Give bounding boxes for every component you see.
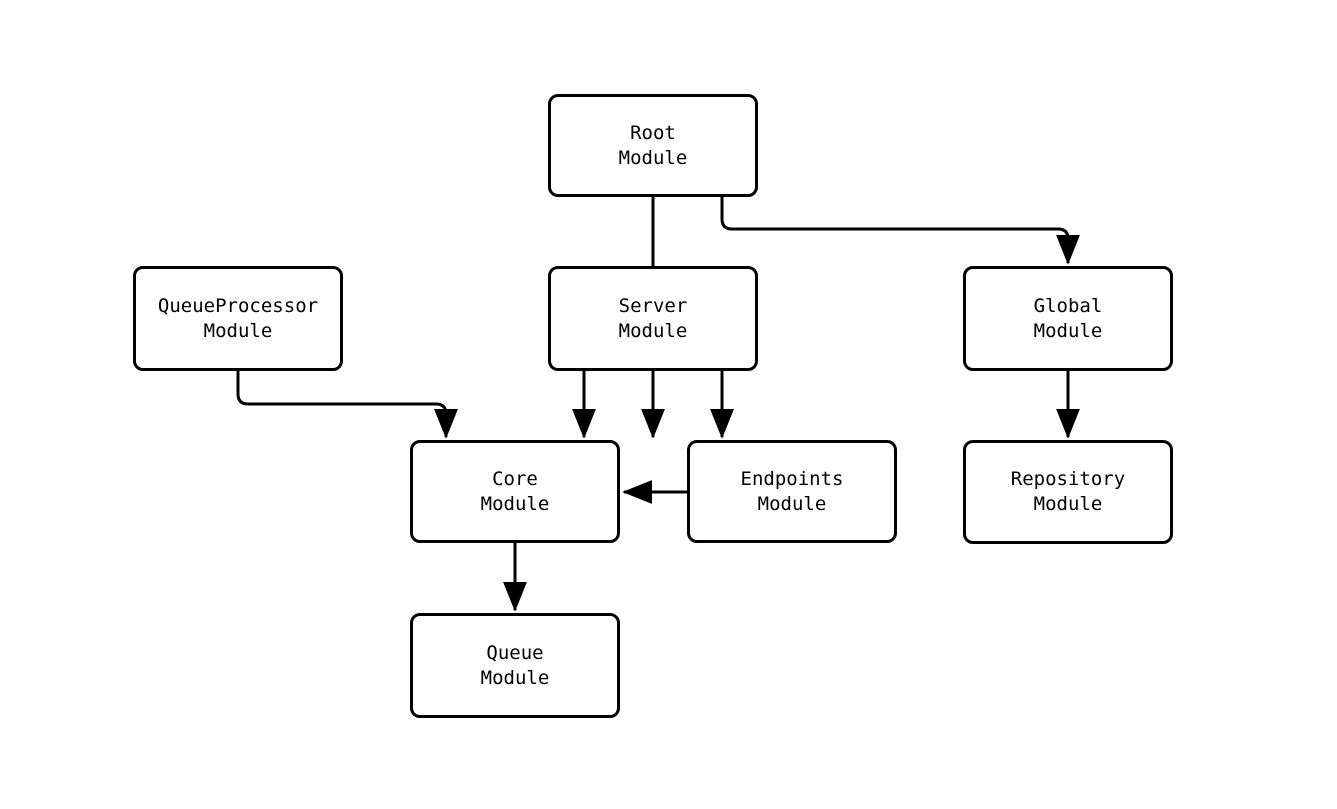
edge-root-to-global xyxy=(720,197,1080,265)
edge-queueprocessor-to-core xyxy=(236,371,458,439)
node-repository-module-line1: Repository xyxy=(1010,468,1126,490)
node-server-module-line1: Server xyxy=(618,294,688,317)
node-endpoints-module-line2: Module xyxy=(757,492,827,515)
node-endpoints-module[interactable]: Endpoints Module xyxy=(687,440,897,543)
node-queue-module-line1: Queue xyxy=(486,641,544,664)
node-server-module[interactable]: Server Module xyxy=(548,266,758,371)
node-core-module-line1: Core xyxy=(492,467,538,490)
node-root-module[interactable]: Root Module xyxy=(548,94,758,197)
node-root-module-line2: Module xyxy=(618,146,688,169)
node-queueprocessor-module-line1: QueueProcessor xyxy=(157,294,319,317)
node-repository-module-line2: Module xyxy=(1033,493,1103,515)
node-repository-module[interactable]: Repository Module xyxy=(963,440,1173,544)
node-endpoints-module-line1: Endpoints xyxy=(740,467,844,490)
node-core-module-line2: Module xyxy=(480,492,550,515)
node-global-module-line2: Module xyxy=(1033,319,1103,342)
node-queue-module[interactable]: Queue Module xyxy=(410,613,620,718)
node-root-module-line1: Root xyxy=(630,121,676,144)
node-core-module[interactable]: Core Module xyxy=(410,440,620,543)
node-queue-module-line2: Module xyxy=(480,666,550,689)
node-queueprocessor-module[interactable]: QueueProcessor Module xyxy=(133,266,343,371)
node-queueprocessor-module-line2: Module xyxy=(203,319,273,342)
node-global-module-line1: Global xyxy=(1033,294,1103,317)
node-server-module-line2: Module xyxy=(618,319,688,342)
node-global-module[interactable]: Global Module xyxy=(963,266,1173,371)
